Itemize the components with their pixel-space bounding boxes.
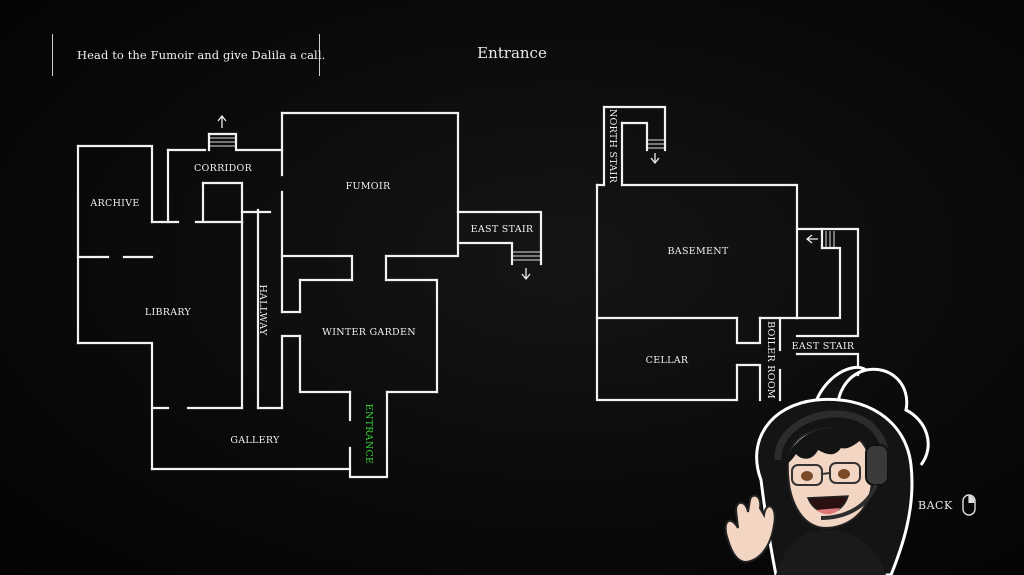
room-label-hallway: HALLWAY	[257, 284, 268, 336]
room-label-entrance-current: ENTRANCE	[363, 404, 374, 465]
location-title: Entrance	[477, 44, 547, 62]
upper-floor-walls	[76, 111, 543, 479]
room-label-east-stair-lower: EAST STAIR	[792, 341, 855, 352]
room-label-east-stair-upper: EAST STAIR	[471, 224, 534, 235]
room-label-winter-garden: WINTER GARDEN	[322, 327, 416, 338]
room-label-gallery: GALLERY	[230, 435, 280, 446]
upper-floor-stair-arrows	[217, 114, 531, 281]
room-label-library: LIBRARY	[145, 307, 192, 318]
room-label-north-stair: NORTH STAIR	[607, 109, 618, 184]
room-label-archive: ARCHIVE	[89, 198, 139, 209]
room-label-boiler-room: BOILER ROOM	[765, 321, 776, 399]
stair-left-arrow-icon	[805, 234, 818, 244]
lower-floor-stair-arrows	[650, 153, 818, 244]
back-control[interactable]: BACK	[918, 494, 977, 516]
objective-banner: Head to the Fumoir and give Dalila a cal…	[52, 34, 325, 76]
objective-text: Head to the Fumoir and give Dalila a cal…	[77, 48, 326, 62]
room-label-basement: BASEMENT	[668, 246, 729, 257]
stair-down-arrow-icon	[521, 268, 531, 281]
mouse-right-click-icon	[961, 494, 976, 516]
stair-up-arrow-icon	[217, 114, 227, 128]
stair-down-arrow-icon	[650, 153, 660, 165]
lower-floor-walls	[595, 105, 860, 402]
back-label: BACK	[918, 498, 953, 512]
room-label-cellar: CELLAR	[646, 355, 689, 366]
streamer-avatar	[724, 366, 930, 575]
room-label-corridor: CORRIDOR	[194, 163, 253, 174]
room-label-fumoir: FUMOIR	[346, 181, 391, 192]
